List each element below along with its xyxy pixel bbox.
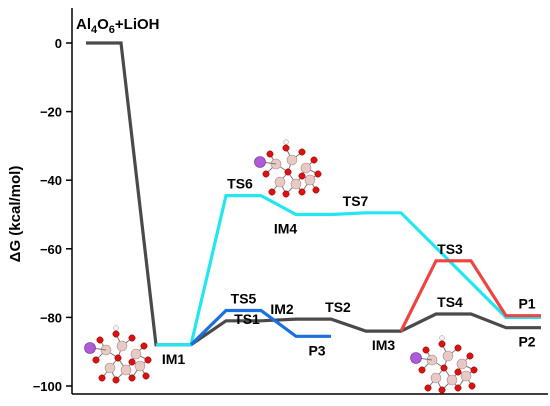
state-label-ts5: TS5 bbox=[231, 291, 257, 307]
oxygen-atom bbox=[424, 384, 432, 392]
oxygen-atom bbox=[454, 384, 462, 392]
state-label-im4: IM4 bbox=[274, 221, 298, 237]
hydrogen-atom bbox=[283, 139, 289, 145]
molecule-structures bbox=[84, 139, 478, 394]
oxygen-atom bbox=[314, 170, 322, 178]
oxygen-atom bbox=[262, 170, 270, 178]
aluminum-atom bbox=[286, 154, 298, 166]
oxygen-atom bbox=[92, 356, 100, 364]
series-line-blue bbox=[189, 308, 331, 346]
series-line-main bbox=[86, 41, 541, 347]
aluminum-atom bbox=[446, 374, 458, 386]
oxygen-atom bbox=[438, 386, 446, 394]
lithium-atom bbox=[84, 342, 96, 354]
aluminum-atom bbox=[460, 370, 472, 382]
oxygen-atom bbox=[438, 340, 446, 348]
oxygen-atom bbox=[114, 354, 122, 362]
oxygen-atom bbox=[470, 366, 478, 374]
oxygen-atom bbox=[140, 342, 148, 350]
state-label-ts4: TS4 bbox=[437, 294, 463, 310]
oxygen-atom bbox=[128, 334, 136, 342]
hydrogen-atom bbox=[439, 335, 445, 341]
oxygen-atom bbox=[266, 150, 274, 158]
aluminum-atom bbox=[442, 350, 454, 362]
state-label-ts1: TS1 bbox=[234, 311, 260, 327]
y-tick-label: −80 bbox=[40, 310, 62, 325]
state-label-im2: IM2 bbox=[270, 301, 294, 317]
lithium-atom bbox=[410, 352, 422, 364]
aluminum-atom bbox=[274, 176, 286, 188]
series-line-red bbox=[399, 259, 541, 332]
oxygen-atom bbox=[282, 190, 290, 198]
y-tick-label: −60 bbox=[40, 242, 62, 257]
aluminum-atom bbox=[120, 364, 132, 376]
aluminum-atom bbox=[300, 162, 312, 174]
oxygen-atom bbox=[468, 382, 476, 390]
oxygen-atom bbox=[282, 144, 290, 152]
state-label-im1: IM1 bbox=[162, 351, 186, 367]
oxygen-atom bbox=[144, 356, 152, 364]
y-ticks: 0 −20 −40 −60 −80 −100 bbox=[33, 36, 72, 394]
state-label-ts2: TS2 bbox=[325, 299, 351, 315]
molecule-im4 bbox=[254, 139, 322, 198]
hydrogen-atom bbox=[113, 325, 119, 331]
oxygen-atom bbox=[298, 188, 306, 196]
oxygen-atom bbox=[128, 358, 136, 366]
oxygen-atom bbox=[454, 344, 462, 352]
aluminum-atom bbox=[430, 372, 442, 384]
aluminum-atom bbox=[304, 174, 316, 186]
state-label-p2: P2 bbox=[518, 334, 535, 350]
y-axis-title: ΔG (kcal/mol) bbox=[7, 166, 24, 263]
aluminum-atom bbox=[134, 360, 146, 372]
state-label-p3: P3 bbox=[308, 342, 325, 358]
oxygen-atom bbox=[422, 346, 430, 354]
oxygen-atom bbox=[454, 368, 462, 376]
oxygen-atom bbox=[284, 168, 292, 176]
y-tick-label: 0 bbox=[55, 36, 62, 51]
y-tick-label: −100 bbox=[33, 379, 62, 394]
oxygen-atom bbox=[440, 364, 448, 372]
state-label-p1: P1 bbox=[518, 296, 535, 312]
oxygen-atom bbox=[298, 148, 306, 156]
oxygen-atom bbox=[142, 372, 150, 380]
state-label-im3: IM3 bbox=[372, 337, 396, 353]
oxygen-atom bbox=[268, 188, 276, 196]
chart-title: Al4O6+LiOH bbox=[76, 16, 160, 36]
oxygen-atom bbox=[112, 376, 120, 384]
lithium-atom bbox=[254, 156, 266, 168]
state-label-ts6: TS6 bbox=[227, 176, 253, 192]
oxygen-atom bbox=[466, 352, 474, 360]
oxygen-atom bbox=[98, 374, 106, 382]
state-label-ts3: TS3 bbox=[437, 241, 463, 257]
series-lines bbox=[86, 41, 541, 347]
molecule-im3 bbox=[410, 335, 478, 394]
oxygen-atom bbox=[310, 156, 318, 164]
oxygen-atom bbox=[312, 186, 320, 194]
aluminum-atom bbox=[456, 358, 468, 370]
aluminum-atom bbox=[290, 178, 302, 190]
oxygen-atom bbox=[96, 336, 104, 344]
y-tick-label: −40 bbox=[40, 173, 62, 188]
aluminum-atom bbox=[104, 362, 116, 374]
molecule-im1 bbox=[84, 325, 152, 384]
y-tick-label: −20 bbox=[40, 105, 62, 120]
oxygen-atom bbox=[298, 172, 306, 180]
aluminum-atom bbox=[130, 348, 142, 360]
oxygen-atom bbox=[112, 330, 120, 338]
oxygen-atom bbox=[418, 366, 426, 374]
oxygen-atom bbox=[128, 374, 136, 382]
aluminum-atom bbox=[116, 340, 128, 352]
series-line-cyan bbox=[156, 194, 541, 347]
state-label-ts7: TS7 bbox=[343, 193, 369, 209]
